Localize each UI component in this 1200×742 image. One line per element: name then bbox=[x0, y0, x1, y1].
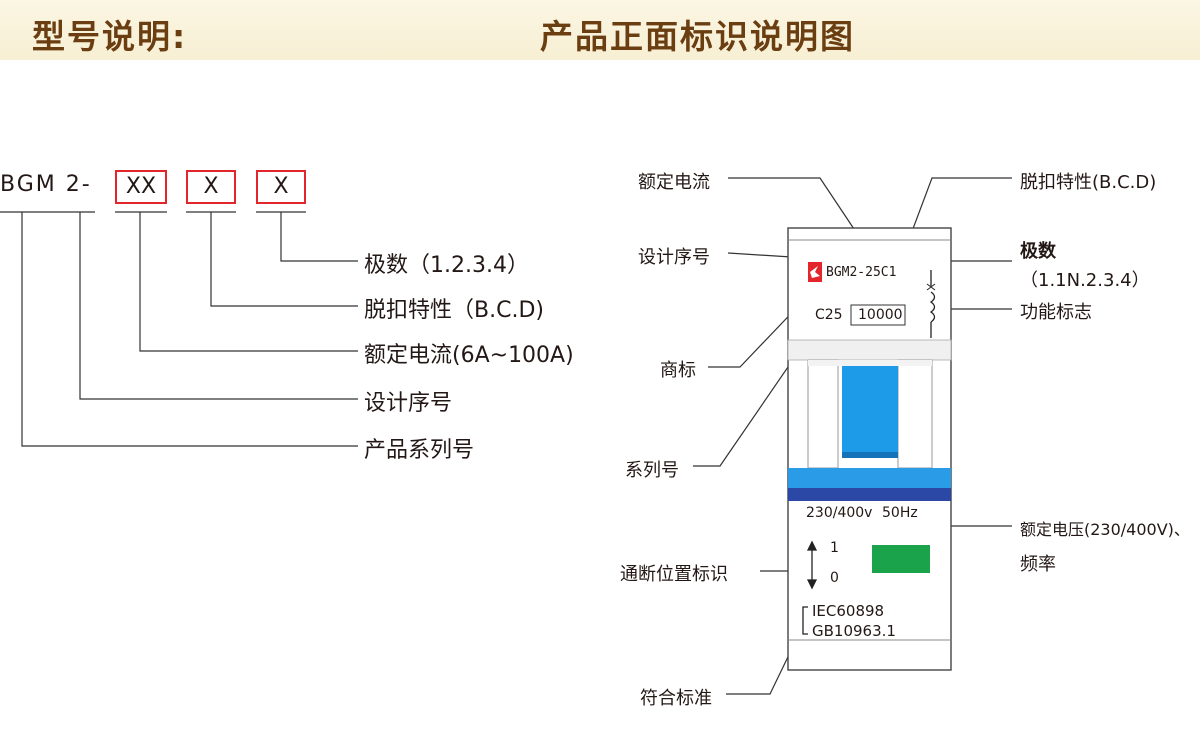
model-box-poles: X bbox=[256, 170, 306, 204]
callout-frequency: 频率 bbox=[1020, 554, 1056, 575]
callout-trip-characteristic: 脱扣特性(B.C.D) bbox=[1020, 172, 1157, 193]
label-series-number: 产品系列号 bbox=[364, 438, 475, 463]
breaker-model-code: BGM2-25C1 bbox=[826, 265, 897, 280]
label-trip-characteristic: 脱扣特性（B.C.D) bbox=[364, 298, 544, 323]
model-description-title: 型号说明: bbox=[32, 17, 188, 56]
header-banner bbox=[0, 0, 1200, 60]
front-marking-title: 产品正面标识说明图 bbox=[540, 17, 855, 56]
band-light bbox=[788, 468, 951, 488]
band-dark bbox=[788, 488, 951, 501]
callout-rated-current: 额定电流 bbox=[638, 172, 710, 193]
breaker-off-mark: 0 bbox=[830, 570, 839, 586]
model-prefix: BGM 2- bbox=[0, 172, 92, 197]
callout-function-mark: 功能标志 bbox=[1020, 302, 1092, 323]
label-rated-current: 额定电流(6A~100A) bbox=[364, 343, 574, 368]
callout-position-indicator: 通断位置标识 bbox=[620, 564, 728, 585]
status-indicator bbox=[872, 545, 930, 573]
breaker-on-mark: 1 bbox=[830, 540, 839, 556]
standard-iec: IEC60898 bbox=[812, 602, 885, 620]
breaker-frequency: 50Hz bbox=[882, 505, 918, 521]
breaker-voltage: 230/400v bbox=[806, 505, 873, 521]
on-off-arrow-icon bbox=[806, 540, 818, 590]
callout-poles-title: 极数 bbox=[1020, 241, 1056, 262]
breaker-handle bbox=[842, 366, 898, 458]
standard-gb: GB10963.1 bbox=[812, 622, 896, 640]
callout-rated-voltage: 额定电压(230/400V)、 bbox=[1020, 520, 1190, 539]
function-symbol-icon bbox=[926, 270, 936, 338]
model-box-trip: X bbox=[186, 170, 236, 204]
callout-poles-values: （1.1N.2.3.4） bbox=[1020, 270, 1150, 291]
label-design-number: 设计序号 bbox=[364, 391, 453, 416]
breaker-breaking-capacity: 10000 bbox=[858, 307, 903, 323]
callout-trademark: 商标 bbox=[660, 360, 696, 381]
label-poles: 极数（1.2.3.4） bbox=[364, 253, 529, 278]
breaker-rating: C25 bbox=[815, 307, 843, 323]
callout-standard: 符合标准 bbox=[640, 688, 712, 709]
callout-series-number: 系列号 bbox=[625, 460, 679, 481]
model-box-current: XX bbox=[115, 170, 167, 204]
callout-design-number: 设计序号 bbox=[638, 247, 710, 268]
